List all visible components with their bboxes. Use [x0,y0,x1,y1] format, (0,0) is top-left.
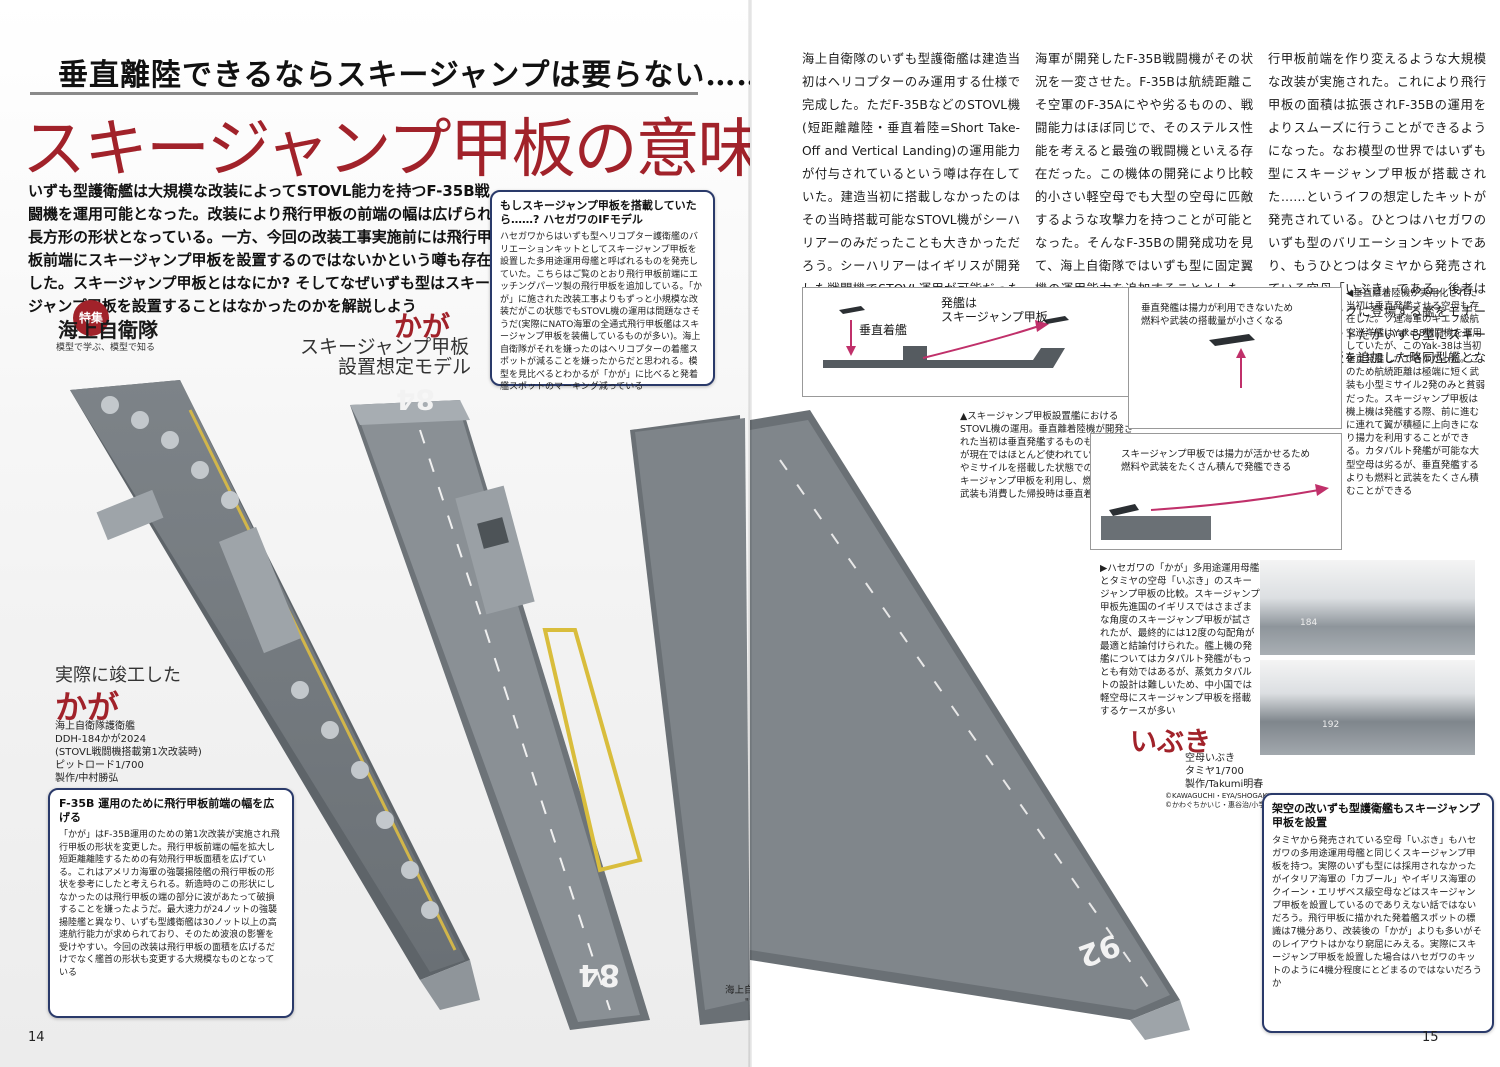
kicker-heading: 垂直離陸できるならスキージャンプは要らない……? [58,58,750,93]
feature-badge-title: 海上自衛隊 [58,318,158,342]
ibuki-copyright: ©KAWAGUCHI・EYA/SHOGAKUKAN ©かわぐちかいじ・惠谷治/小… [1165,792,1355,810]
kicker-rule [30,92,698,95]
jet-icon [839,306,865,314]
kaga-if-name: かが [394,310,451,343]
diagram2-label-2: 燃料や武装の搭載量が小さくなる [1141,316,1284,327]
kaga-real-model [70,380,480,1010]
kaga-real-name: かが [55,688,120,726]
kaga-real-spec-line: ピットロード1/700 [55,760,144,771]
diagram-vertical-takeoff-illustration [1209,334,1255,388]
kaga-if-model: 84 84 [350,383,650,1030]
photo-tamiya-ibuki-bow: 192 [1260,660,1475,755]
ibuki-model-right: 92 [750,410,1190,1040]
copyright-line: ©KAWAGUCHI・EYA/SHOGAKUKAN [1165,792,1287,800]
ibuki-spec-line: タミヤ1/700 [1185,766,1244,777]
callout-f35b: F-35B 運用のために飛行甲板前端の幅を広げる 「かが」はF-35B運用のため… [48,788,294,1018]
callout-fictional-body: タミヤから発売されている空母「いぶき」もハセガワの多用途運用母艦と同じくスキージ… [1272,835,1482,989]
photo-hasegawa-kaga-bow: 184 [1260,560,1475,655]
page-gutter [748,0,752,1067]
jet-icon [1109,504,1139,516]
caption-yak38: ◀垂直離着陸機が実用化された当初は垂直発艦させる空母も存在した。ソ連海軍のキエフ… [1346,288,1486,498]
feature-badge-subtitle: 模型で学ぶ、模型で知る [56,343,156,353]
kaga-real-spec-line: 製作/中村勝弘 [55,773,119,784]
diagram-vertical-takeoff: 垂直発艦は揚力が利用できないため 燃料や武装の搭載量が小さくなる [1128,287,1342,429]
jet-icon [1209,334,1255,346]
right-page: 海上自衛隊のいずも型護衛艦は建造当初はヘリコプターのみ運用する仕様で完成した。た… [750,0,1500,1067]
diagram-label-ski-2: スキージャンプ甲板 [941,310,1048,324]
callout-if-model-body: ハセガワからはいずも型ヘリコプター護衛艦のバリエーションキットとしてスキージャン… [500,232,703,392]
page-number-right: 15 [1422,1030,1439,1045]
diagram-ski-jump-illustration [1101,484,1329,540]
ibuki-name: いぶき [1130,727,1211,758]
kaga-if-subtitle-2: 設置想定モデル [338,356,472,378]
kaga-real-specs: 海上自衛隊護衛艦 DDH-184かが2024 (STOVL戦闘機搭載第1次改装時… [55,720,255,785]
deck-number-if-bottom: 84 [578,957,620,992]
kaga-real-spec-line: 海上自衛隊護衛艦 [55,721,135,732]
kaga-if-subtitle-1: スキージャンプ甲板 [300,336,470,358]
callout-if-model-title: もしスキージャンプ甲板を搭載していたら……? ハセガワのIFモデル [500,199,697,226]
deck-number-if-top: 84 [396,383,435,416]
copyright-line: ©かわぐちかいじ・惠谷治/小学館 [1165,801,1273,809]
ship-models-photo: 84 84 [70,380,750,1030]
caption-comparison: ▶ハセガワの「かが」多用途運用母艦とタミヤの空母「いぶき」のスキージャンプ甲板の… [1100,563,1260,717]
kaga-real-pretitle: 実際に竣工した [55,665,181,686]
diagram-stovl-illustration [823,306,1069,368]
kaga-real-spec-line: (STOVL戦闘機搭載第1次改装時) [55,747,202,758]
ibuki-specs: 空母いぶき タミヤ1/700 製作/Takumi明春 [1185,752,1335,791]
photo-hull-number: 192 [1322,720,1340,730]
ibuki-model-left [630,415,750,1025]
callout-fictional-title: 架空の改いずも型護衛艦もスキージャンプ甲板を設置 [1272,802,1480,829]
diagram-ski-jump-takeoff: スキージャンプ甲板では揚力が活かせるため 燃料や武装をたくさん積んで発艦できる [1090,433,1342,550]
callout-f35b-title: F-35B 運用のために飛行甲板前端の幅を広げる [59,797,275,824]
page-number-left: 14 [28,1030,45,1045]
diagram3-label-1: スキージャンプ甲板では揚力が活かせるため [1121,449,1311,460]
diagram2-label-1: 垂直発艦は揚力が利用できないため [1141,303,1294,314]
diagram-label-vertical-landing: 垂直着艦 [859,323,908,337]
kaga-real-spec-line: DDH-184かが2024 [55,734,147,745]
main-headline: スキージャンプ甲板の意味って? [22,113,750,187]
ibuki-spec-line: 空母いぶき [1185,753,1235,764]
jet-icon [1043,316,1069,324]
photo-hull-number: 184 [1300,618,1318,628]
ibuki-spec-line: 製作/Takumi明春 [1185,779,1264,790]
lead-paragraph: いずも型護衛艦は大規模な改装によってSTOVL能力を持つF-35B戦闘機を運用可… [28,182,493,315]
callout-f35b-body: 「かが」はF-35B運用のための第1次改装が実施され飛行甲板の形状を変更した。飛… [59,830,280,978]
callout-fictional-izumo: 架空の改いずも型護衛艦もスキージャンプ甲板を設置 タミヤから発売されている空母「… [1262,793,1494,1033]
left-page: 垂直離陸できるならスキージャンプは要らない……? スキージャンプ甲板の意味って?… [0,0,750,1067]
diagram-label-ski-1: 発艦は [941,296,978,310]
callout-if-model: もしスキージャンプ甲板を搭載していたら……? ハセガワのIFモデル ハセガワから… [490,190,715,392]
diagram-stovl-operation: 垂直着艦 発艦は スキージャンプ甲板 [802,287,1174,397]
diagram3-label-2: 燃料や武装をたくさん積んで発艦できる [1121,462,1292,473]
caption-stovl: ▲スキージャンプ甲板設置艦におけるSTOVL機の運用。垂直離着陸機が開発された当… [960,411,1140,500]
feature-badge-circle: 特集 [73,300,109,336]
